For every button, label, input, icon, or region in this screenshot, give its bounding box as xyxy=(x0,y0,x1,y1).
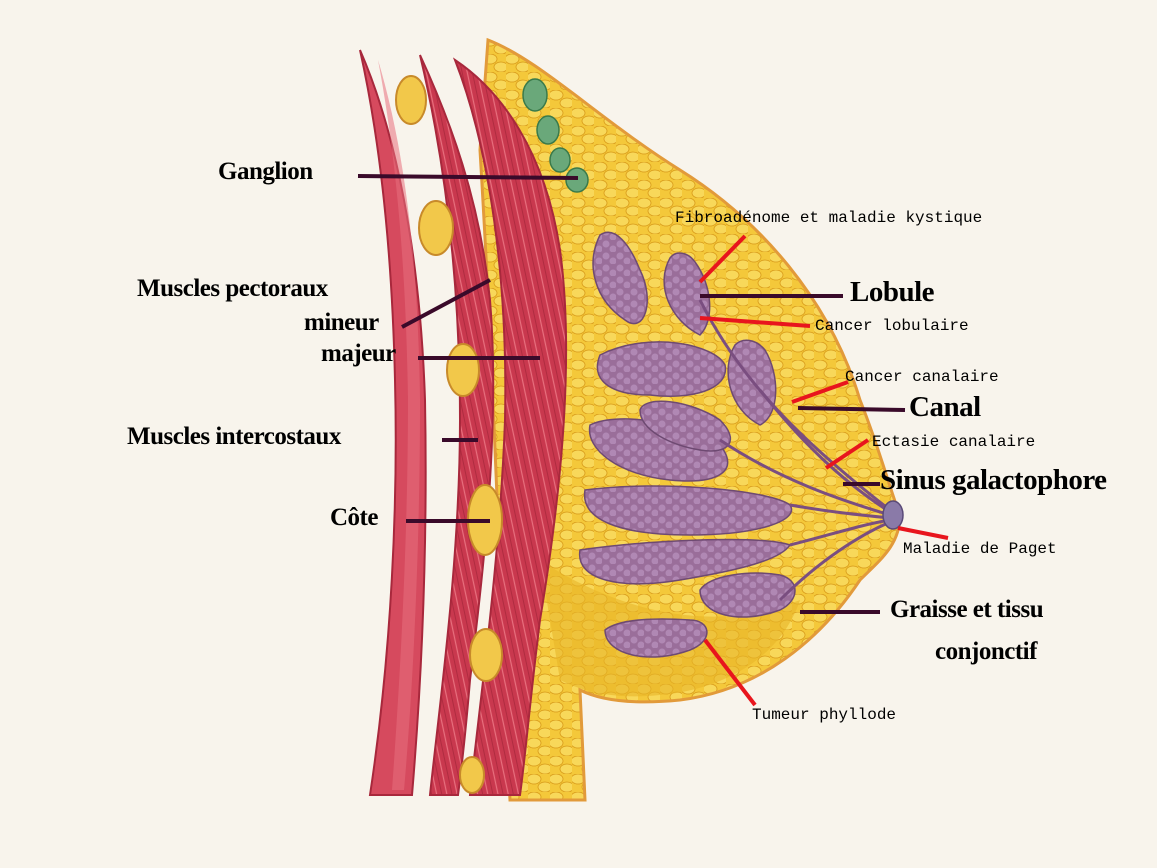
label-cote: Côte xyxy=(330,504,378,532)
label-mineur: mineur xyxy=(304,309,379,337)
label-lobule: Lobule xyxy=(850,276,934,309)
label-majeur: majeur xyxy=(321,340,396,368)
nipple xyxy=(883,501,903,529)
label-graisse-line1: Graisse et tissu xyxy=(890,596,1043,624)
label-ectasie-canalaire: Ectasie canalaire xyxy=(872,433,1035,451)
label-maladie-paget: Maladie de Paget xyxy=(903,540,1057,558)
label-tumeur-phyllode: Tumeur phyllode xyxy=(752,706,896,724)
label-sinus-galactophore: Sinus galactophore xyxy=(880,464,1107,497)
label-ganglion: Ganglion xyxy=(218,158,313,186)
label-graisse-line2: conjonctif xyxy=(935,638,1037,666)
label-cancer-canalaire: Cancer canalaire xyxy=(845,368,999,386)
label-fibroadenome: Fibroadénome et maladie kystique xyxy=(675,209,982,227)
label-muscles-intercostaux: Muscles intercostaux xyxy=(127,423,341,451)
label-canal: Canal xyxy=(909,391,981,424)
label-muscles-pectoraux: Muscles pectoraux xyxy=(137,275,328,303)
label-cancer-lobulaire: Cancer lobulaire xyxy=(815,317,969,335)
